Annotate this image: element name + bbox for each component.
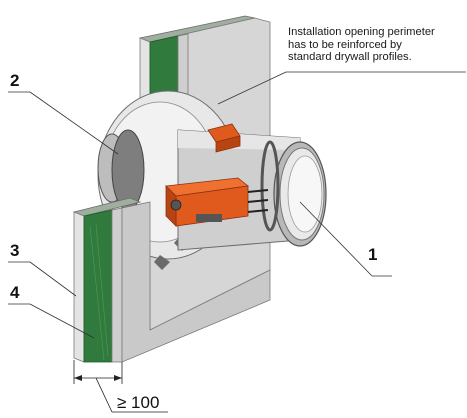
callout-3: 3 <box>10 241 20 260</box>
leader-lines <box>8 71 466 339</box>
actuator-large <box>165 177 269 227</box>
note-line-1: Installation opening perimeter <box>288 26 435 38</box>
thickness-dimension <box>73 360 168 413</box>
lower-wall-section <box>72 197 271 363</box>
note-line-3: standard drywall profiles. <box>288 51 412 64</box>
callout-1: 1 <box>368 245 378 264</box>
callout-4: 4 <box>10 283 20 302</box>
callout-2: 2 <box>10 71 20 90</box>
installation-note: Installation opening perimeter has to be… <box>288 26 464 64</box>
note-line-2: has to be reinforced by <box>288 38 402 51</box>
actuator-small <box>207 123 241 153</box>
thickness-dimension-label: ≥ 100 <box>117 393 160 412</box>
